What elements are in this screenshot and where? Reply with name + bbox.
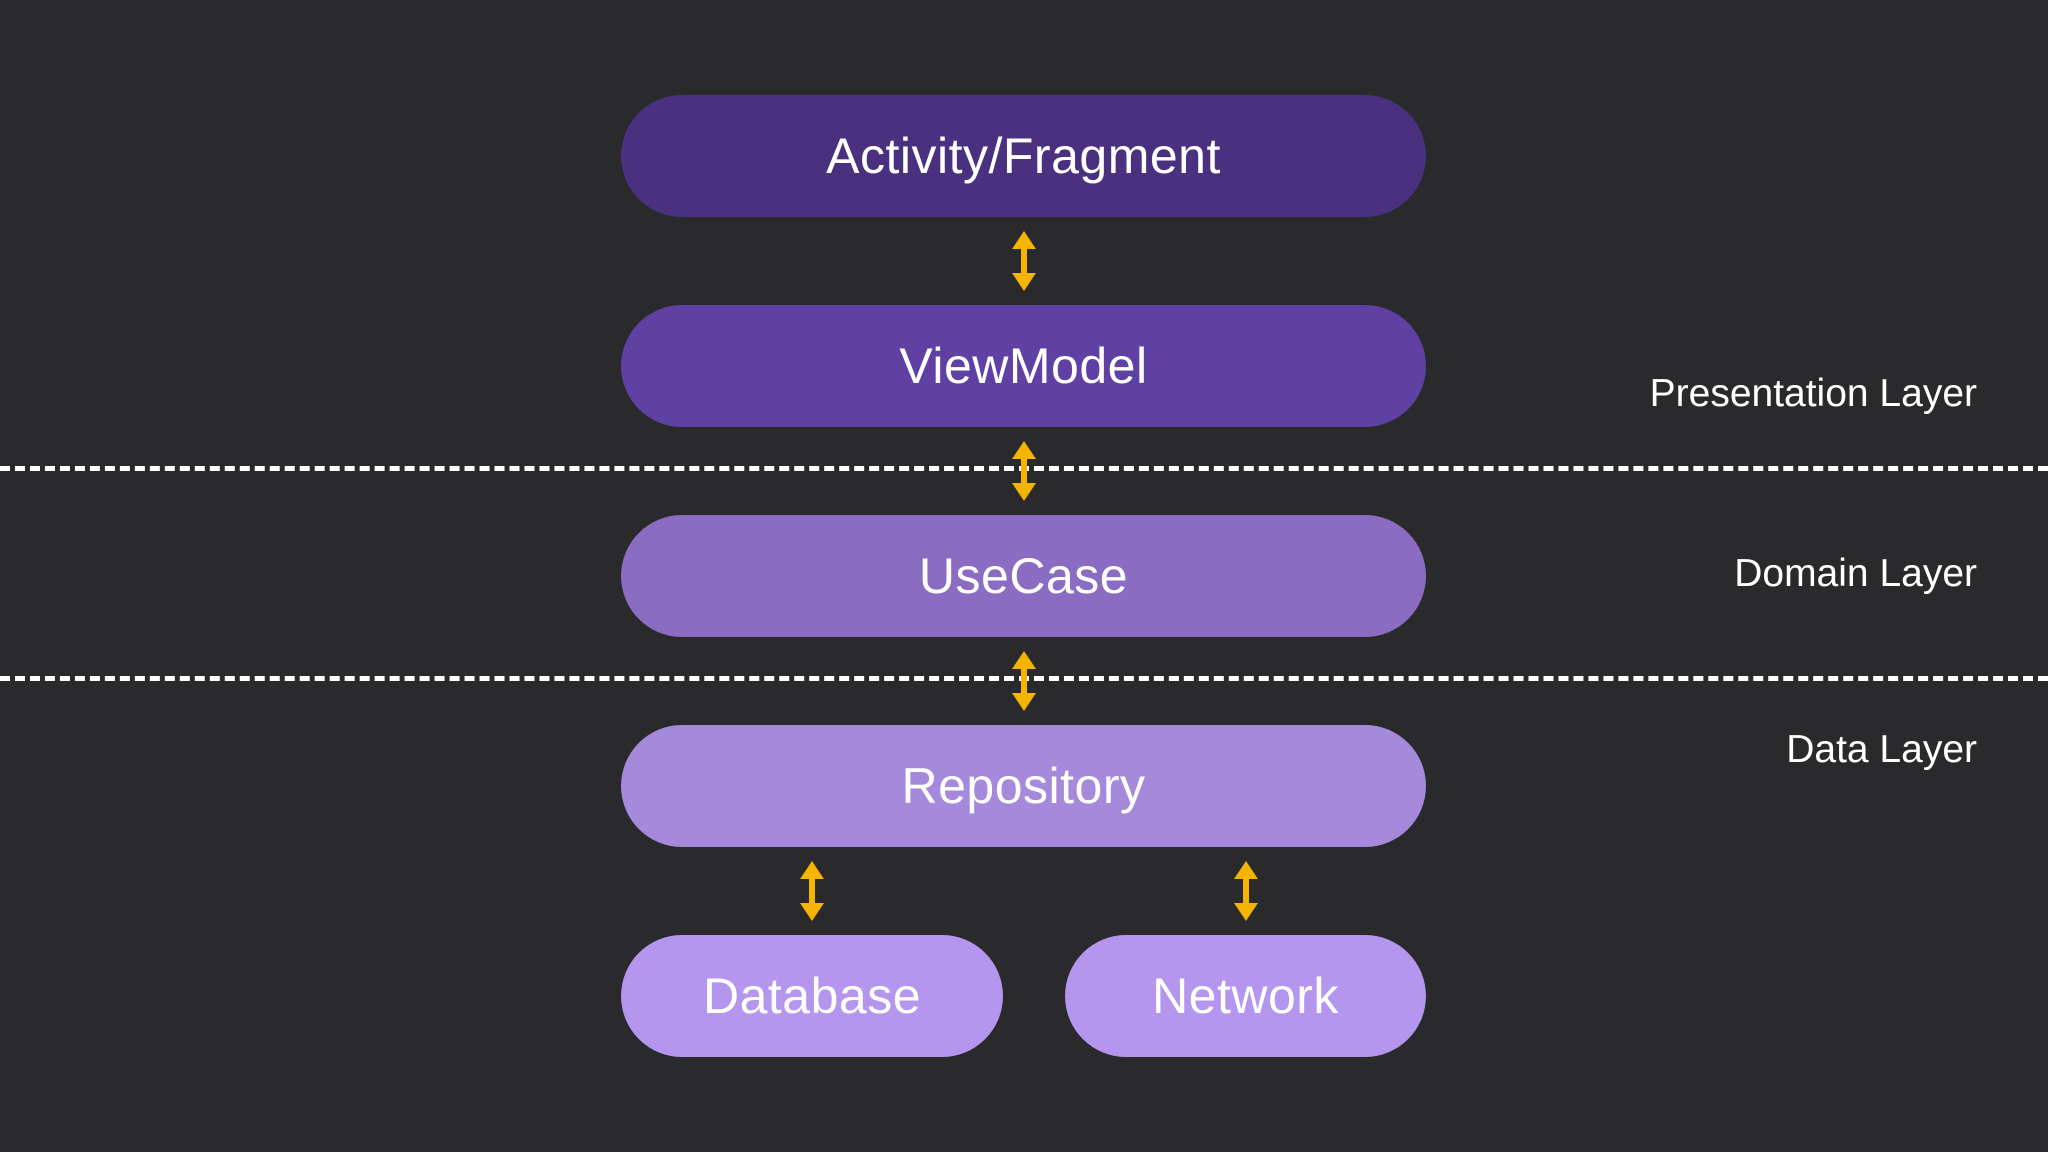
- double-arrow-icon: [1012, 231, 1036, 291]
- double-arrow-icon: [1012, 441, 1036, 501]
- repository-label: Repository: [901, 758, 1146, 814]
- network-node: Network: [1065, 935, 1426, 1057]
- activity-fragment-node: Activity/Fragment: [621, 95, 1426, 217]
- data-layer-label: Data Layer: [1786, 728, 1977, 771]
- usecase-node: UseCase: [621, 515, 1426, 637]
- repository-node: Repository: [621, 725, 1426, 847]
- usecase-label: UseCase: [918, 548, 1129, 604]
- database-node: Database: [621, 935, 1003, 1057]
- database-label: Database: [702, 968, 922, 1024]
- double-arrow-icon: [800, 861, 824, 921]
- viewmodel-node: ViewModel: [621, 305, 1426, 427]
- double-arrow-icon: [1234, 861, 1258, 921]
- activity-fragment-label: Activity/Fragment: [826, 128, 1221, 184]
- presentation-layer-label: Presentation Layer: [1649, 372, 1977, 415]
- domain-layer-label: Domain Layer: [1734, 552, 1977, 595]
- viewmodel-label: ViewModel: [899, 338, 1148, 394]
- network-label: Network: [1152, 968, 1339, 1024]
- double-arrow-icon: [1012, 651, 1036, 711]
